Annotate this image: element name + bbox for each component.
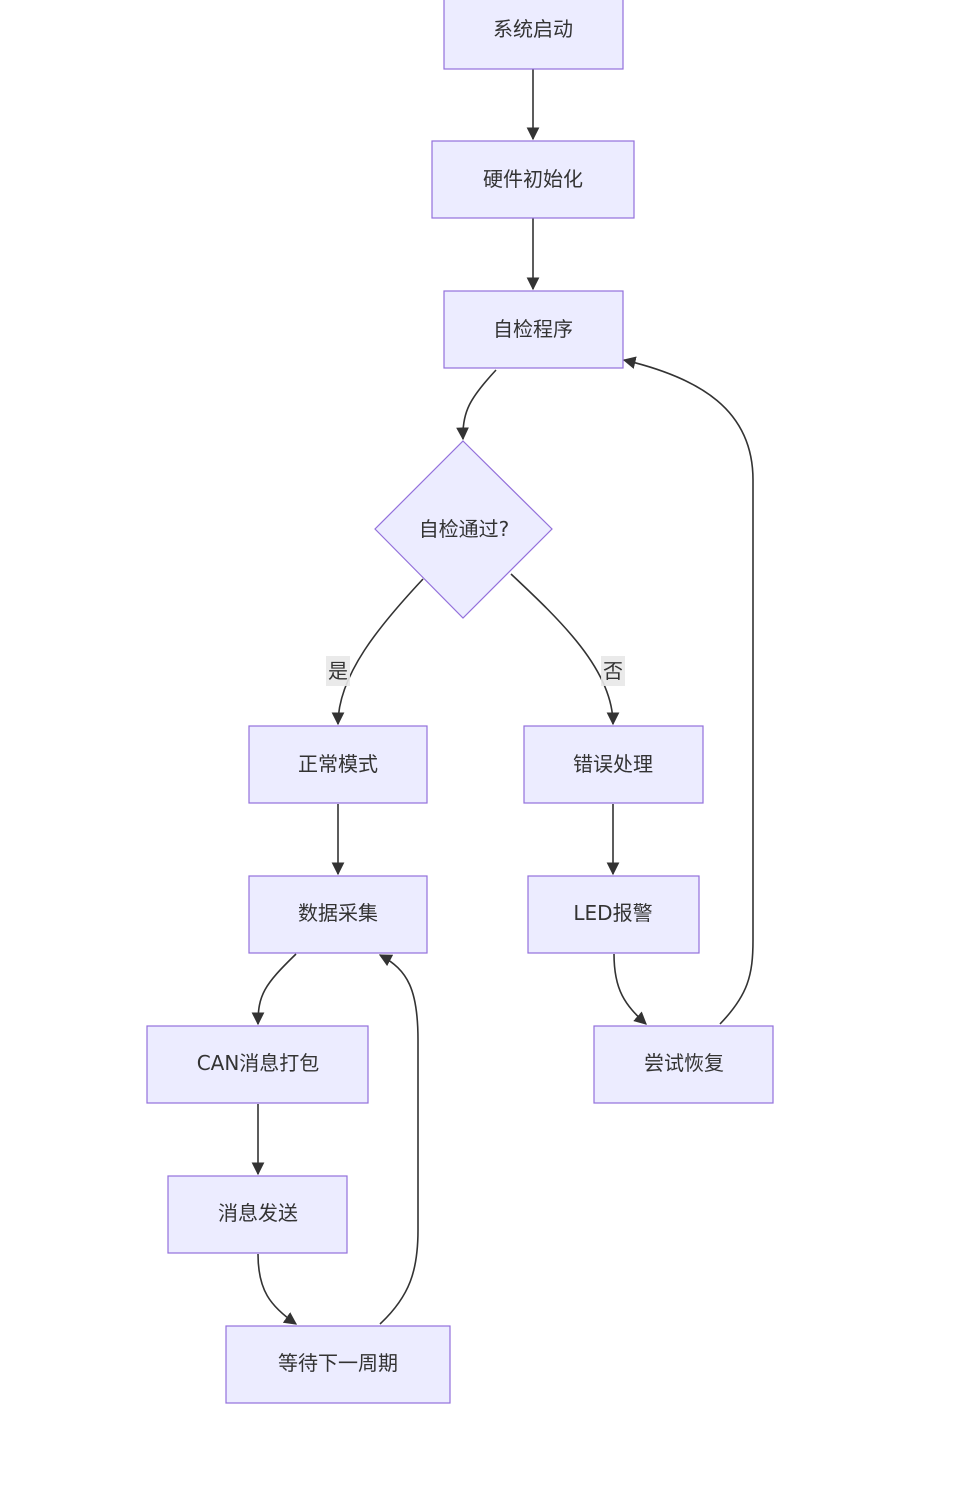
node-hw-init-label: 硬件初始化 [483,167,583,191]
edge-label-no: 否 [601,656,625,686]
edge-decision-error [510,573,620,726]
edges [251,69,754,1325]
node-self-check-label: 自检程序 [493,317,573,341]
edge-label-no-text: 否 [603,659,623,683]
node-led: LED报警 [527,875,700,954]
edge-selfcheck-decision [456,369,497,441]
node-wait-label: 等待下一周期 [278,1351,398,1375]
edge-recover-selfcheck [622,356,754,1025]
node-decision: 自检通过? [374,440,553,619]
edge-label-yes: 是 [326,656,350,686]
node-error-label: 错误处理 [573,752,653,776]
node-send: 消息发送 [167,1175,348,1254]
node-wait: 等待下一周期 [225,1325,451,1404]
node-decision-label: 自检通过? [419,517,510,541]
node-start: 系统启动 [443,0,624,70]
node-self-check: 自检程序 [443,290,624,369]
node-recover: 尝试恢复 [593,1025,774,1104]
node-led-label: LED报警 [573,901,652,925]
node-send-label: 消息发送 [218,1201,298,1225]
node-hw-init: 硬件初始化 [431,140,635,219]
node-error: 错误处理 [523,725,704,804]
node-recover-label: 尝试恢复 [644,1051,724,1075]
node-can-pack-label: CAN消息打包 [197,1051,320,1075]
node-normal: 正常模式 [248,725,428,804]
node-collect-label: 数据采集 [298,901,378,925]
edge-wait-collect [378,954,419,1325]
node-can-pack: CAN消息打包 [146,1025,369,1104]
node-start-label: 系统启动 [493,17,573,41]
edge-led-recover [613,953,647,1025]
edge-send-wait [257,1253,298,1325]
edge-collect-canpack [251,953,297,1026]
edge-decision-normal [331,578,424,726]
node-collect: 数据采集 [248,875,428,954]
node-normal-label: 正常模式 [298,752,378,776]
edge-label-yes-text: 是 [328,659,348,683]
